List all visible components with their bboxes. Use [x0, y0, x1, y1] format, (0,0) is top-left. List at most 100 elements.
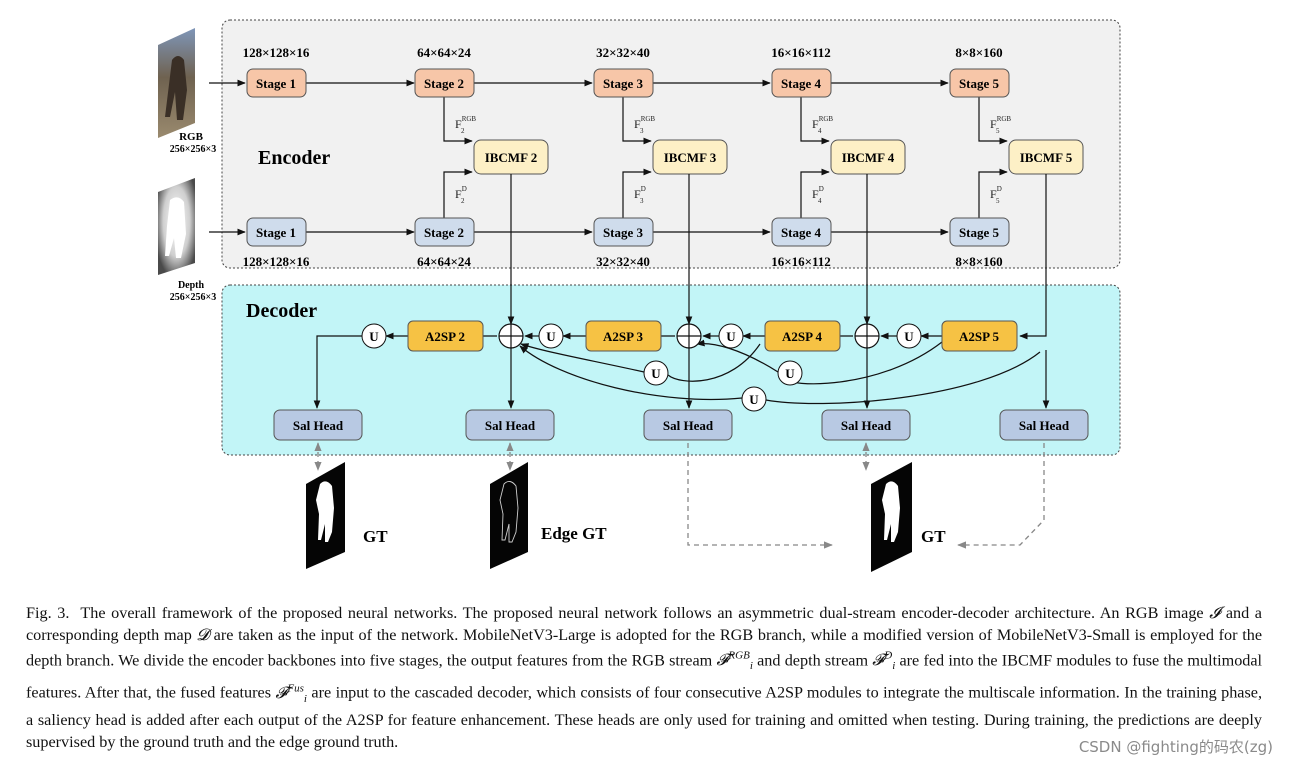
- upsample-nodes: U U U U U U U: [361, 323, 922, 412]
- depth-stage-3: Stage 3: [593, 217, 654, 247]
- svg-text:Stage 4: Stage 4: [781, 76, 822, 91]
- sal-heads: Sal Head Sal Head Sal Head Sal Head Sal …: [273, 409, 1089, 441]
- svg-text:Sal Head: Sal Head: [663, 418, 714, 433]
- svg-text:5: 5: [996, 197, 1000, 205]
- svg-text:Sal Head: Sal Head: [1019, 418, 1070, 433]
- upsample-node-2: U: [538, 323, 564, 349]
- caption-symbol-f-d: 𝓕Di: [872, 650, 896, 673]
- svg-text:U: U: [651, 366, 661, 381]
- depth-stage-5: Stage 5: [949, 217, 1010, 247]
- caption-text-1: The overall framework of the proposed ne…: [80, 604, 1204, 622]
- sal-head-1: Sal Head: [273, 409, 363, 441]
- depth-dims: 128×128×16 64×64×24 32×32×40 16×16×112 8…: [243, 254, 1003, 269]
- upsample-node-7: U: [741, 386, 767, 412]
- sum-nodes: [498, 323, 880, 349]
- svg-text:Stage 2: Stage 2: [424, 76, 464, 91]
- ibcmf-3: IBCMF 3: [652, 139, 728, 175]
- svg-text:A2SP 4: A2SP 4: [782, 329, 823, 344]
- svg-text:FRGB: FRGB: [455, 115, 476, 131]
- svg-text:Stage 4: Stage 4: [781, 225, 822, 240]
- sum-node-4: [854, 323, 880, 349]
- ibcmf-4: IBCMF 4: [830, 139, 906, 175]
- svg-text:4: 4: [818, 197, 822, 205]
- svg-text:Stage 3: Stage 3: [603, 76, 644, 91]
- svg-text:FD: FD: [634, 185, 646, 201]
- svg-text:Stage 1: Stage 1: [256, 225, 296, 240]
- ibcmf-2: IBCMF 2: [473, 139, 549, 175]
- caption-text-3: are taken as the input of the network. M…: [26, 625, 1263, 670]
- a2sp-modules: A2SP 2 A2SP 3 A2SP 4 A2SP 5: [407, 320, 1018, 352]
- framework-diagram: Encoder Decoder RGB 256×256×3 Depth 256×…: [158, 19, 1121, 572]
- caption-lead: Fig. 3.: [26, 604, 70, 622]
- depth-dim-3: 32×32×40: [596, 254, 650, 269]
- depth-input-label: Depth: [178, 280, 205, 291]
- svg-text:FD: FD: [990, 185, 1002, 201]
- svg-text:Sal Head: Sal Head: [485, 418, 536, 433]
- depth-stages: Stage 1 Stage 2 Stage 3 Stage 4 Stage 5: [246, 217, 1010, 247]
- depth-input-size: 256×256×3: [170, 292, 216, 303]
- rgb-dim-5: 8×8×160: [955, 45, 1002, 60]
- svg-text:3: 3: [640, 127, 644, 135]
- svg-text:Stage 3: Stage 3: [603, 225, 644, 240]
- svg-text:Stage 5: Stage 5: [959, 76, 1000, 91]
- sal-head-2: Sal Head: [465, 409, 555, 441]
- rgb-stage-5: Stage 5: [949, 68, 1010, 98]
- gt-left-label: GT: [363, 527, 388, 546]
- caption-symbol-f-fus: 𝓕Fusi: [275, 682, 307, 705]
- rgb-feature-labels: FRGB 2 FRGB 3 FRGB 4 FRGB 5: [455, 115, 1011, 135]
- svg-text:FRGB: FRGB: [634, 115, 655, 131]
- ibcmf-modules: IBCMF 2 IBCMF 3 IBCMF 4 IBCMF 5: [473, 139, 1084, 175]
- rgb-dim-3: 32×32×40: [596, 45, 650, 60]
- svg-text:Sal Head: Sal Head: [841, 418, 892, 433]
- a2sp-2: A2SP 2: [407, 320, 484, 352]
- csdn-watermark: CSDN @fighting的码农(zg): [1078, 738, 1273, 756]
- figure-caption: Fig. 3. The overall framework of the pro…: [26, 603, 1262, 753]
- svg-text:A2SP 5: A2SP 5: [959, 329, 1000, 344]
- svg-text:FRGB: FRGB: [812, 115, 833, 131]
- fusion-connectors: [443, 97, 1008, 218]
- depth-dim-4: 16×16×112: [771, 254, 831, 269]
- depth-stage-2: Stage 2: [414, 217, 475, 247]
- rgb-dim-1: 128×128×16: [243, 45, 310, 60]
- rgb-stage-3: Stage 3: [593, 68, 654, 98]
- svg-text:IBCMF 4: IBCMF 4: [842, 150, 895, 165]
- upsample-node-4: U: [896, 323, 922, 349]
- sal-head-4: Sal Head: [821, 409, 911, 441]
- edge-gt-label: Edge GT: [541, 524, 607, 543]
- rgb-input-image: [158, 28, 195, 138]
- depth-input-image: [158, 178, 195, 275]
- sal-head-3: Sal Head: [643, 409, 733, 441]
- svg-text:U: U: [726, 329, 736, 344]
- svg-text:U: U: [546, 329, 556, 344]
- svg-text:U: U: [785, 366, 795, 381]
- caption-symbol-i: 𝓘: [1209, 604, 1221, 622]
- gt-right-label: GT: [921, 527, 946, 546]
- rgb-input-size: 256×256×3: [170, 144, 216, 155]
- a2sp-3: A2SP 3: [585, 320, 662, 352]
- svg-text:IBCMF 3: IBCMF 3: [664, 150, 717, 165]
- rgb-dim-4: 16×16×112: [771, 45, 831, 60]
- caption-text-6: are input to the cascaded decoder, which…: [26, 683, 1263, 751]
- svg-text:FD: FD: [455, 185, 467, 201]
- caption-text-4: and depth stream: [757, 651, 869, 670]
- decoder-title: Decoder: [246, 300, 317, 322]
- caption-text-5: are fed into the IBCMF modules to fuse t…: [26, 651, 1263, 702]
- depth-feature-labels: FD 2 FD 3 FD 4 FD 5: [455, 185, 1002, 205]
- rgb-dim-2: 64×64×24: [417, 45, 471, 60]
- encoder-title: Encoder: [258, 147, 330, 169]
- depth-stage-4: Stage 4: [771, 217, 832, 247]
- depth-dim-5: 8×8×160: [955, 254, 1002, 269]
- upsample-node-3: U: [718, 323, 744, 349]
- svg-text:A2SP 3: A2SP 3: [603, 329, 644, 344]
- rgb-dims: 128×128×16 64×64×24 32×32×40 16×16×112 8…: [243, 45, 1003, 60]
- svg-text:Stage 2: Stage 2: [424, 225, 464, 240]
- gt-mask-right: [871, 462, 912, 572]
- svg-text:Stage 1: Stage 1: [256, 76, 296, 91]
- svg-text:U: U: [369, 329, 379, 344]
- upsample-node-1: U: [361, 323, 387, 349]
- svg-text:Stage 5: Stage 5: [959, 225, 1000, 240]
- svg-text:2: 2: [461, 127, 465, 135]
- ibcmf-to-decoder: [507, 174, 1047, 340]
- rgb-stages: Stage 1 Stage 2 Stage 3 Stage 4 Stage 5: [246, 68, 1010, 98]
- ibcmf-5: IBCMF 5: [1008, 139, 1084, 175]
